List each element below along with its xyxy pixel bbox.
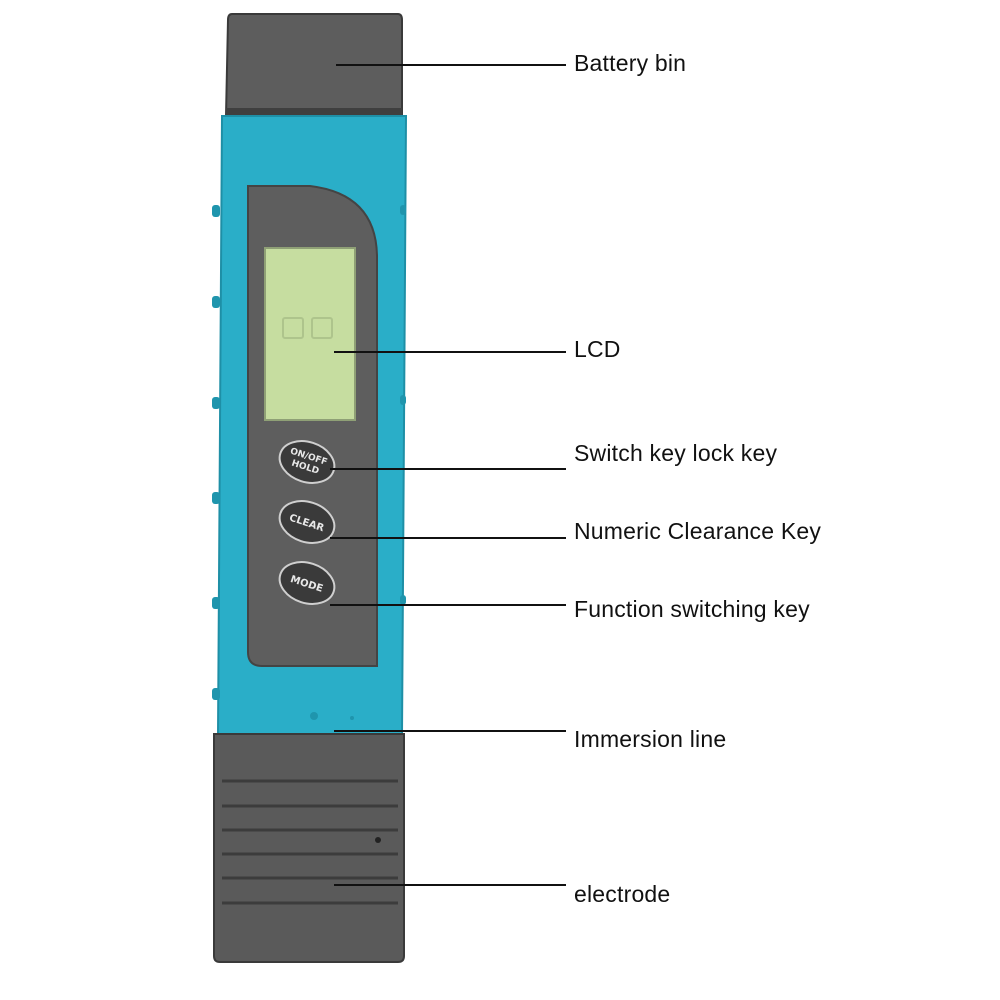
label-function-key: Function switching key xyxy=(574,596,810,622)
immersion-dots xyxy=(310,712,354,720)
label-electrode: electrode xyxy=(574,881,671,907)
label-lcd: LCD xyxy=(574,336,621,362)
label-switch-key: Switch key lock key xyxy=(574,440,778,466)
leader-lines xyxy=(330,64,566,886)
lcd-screen xyxy=(264,247,356,421)
electrode-dot xyxy=(375,837,381,843)
label-immersion-line: Immersion line xyxy=(574,726,727,752)
electrode-cap xyxy=(213,733,405,963)
side-grips xyxy=(212,205,406,700)
battery-cap-shadow xyxy=(226,108,402,118)
electrode-ridges xyxy=(222,779,398,905)
mode-button[interactable]: MODE xyxy=(274,555,340,610)
on-off-hold-button[interactable]: ON/OFF HOLD xyxy=(274,434,340,489)
label-battery-bin: Battery bin xyxy=(574,50,687,76)
label-clear-key: Numeric Clearance Key xyxy=(574,518,822,544)
lcd-digits xyxy=(282,317,333,339)
clear-button[interactable]: CLEAR xyxy=(274,494,340,549)
